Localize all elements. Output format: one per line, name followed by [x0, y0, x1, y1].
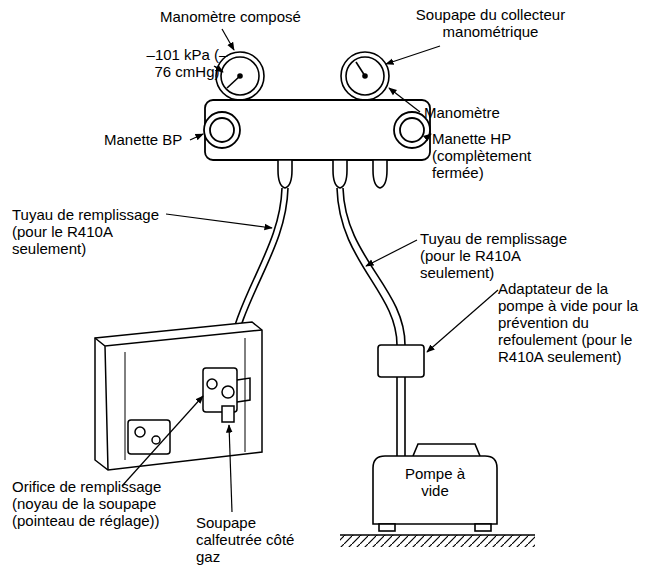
pump-label: Pompe à vide [395, 465, 475, 499]
pressure-gauge-part [363, 74, 367, 78]
outdoor-unit [95, 322, 262, 470]
manifold-body [204, 100, 430, 160]
leader-lines-part [426, 134, 431, 138]
pressure-gauge-part [341, 52, 389, 100]
vacuum-pump-adapter [378, 345, 424, 456]
leader-lines-part [229, 425, 232, 512]
hose-ports-part [278, 160, 292, 188]
leader-lines-part [190, 134, 203, 140]
manifold-body-part [204, 112, 240, 148]
handle-label: Manette BP [104, 131, 194, 148]
pump-body [373, 456, 497, 524]
vacuum-pump: Pompe à vide [365, 438, 505, 533]
valve-label: Soupape du collecteur manométrique [398, 6, 583, 40]
valve-label: Soupape calfeutrée côté gaz [196, 514, 321, 565]
manifold-body-part [205, 100, 430, 160]
outdoor-unit-part [95, 322, 262, 470]
charge-hoses-part [343, 188, 405, 345]
pump-foot [379, 524, 395, 531]
leader-lines-part [366, 240, 417, 266]
leader-lines-part [122, 396, 203, 486]
vacuum-pump-adapter-part [378, 345, 424, 377]
pressure-gauge [341, 52, 389, 102]
handle-label: Manette HP (complètement fermée) [432, 130, 547, 181]
outdoor-unit-part [152, 436, 160, 444]
outdoor-unit-part [128, 420, 170, 454]
outdoor-unit-part [237, 378, 250, 402]
pump-handle [413, 444, 480, 456]
ground [340, 535, 535, 547]
ground-part [340, 535, 535, 547]
adapter-label: Adaptateur de la pompe à vide pour la pr… [498, 280, 650, 365]
outdoor-unit-part [222, 406, 234, 422]
manifold-body-part [210, 118, 234, 142]
pump-outline [373, 444, 497, 531]
pressure-reading: –101 kPa (–76 cmHg) [142, 46, 232, 80]
outdoor-unit-part [125, 338, 245, 460]
hose-ports [278, 160, 387, 188]
outdoor-unit-part [222, 386, 234, 398]
port-label: Orifice de remplissage (noyau de la soup… [12, 478, 162, 529]
gauge-label: Manomètre [424, 104, 534, 121]
vacuum-pump-adapter-part [397, 377, 405, 456]
hose-label: Tuyau de remplissage (pour le R410A seul… [420, 230, 580, 281]
leader-lines-part [386, 46, 440, 64]
compound-gauge-part [238, 74, 242, 78]
hose-label: Tuyau de remplissage (pour le R410A seul… [12, 206, 172, 257]
ground-part [340, 534, 535, 536]
outdoor-unit-part [95, 330, 262, 470]
manifold-body-part [400, 118, 424, 142]
pressure-gauge-part [346, 57, 384, 95]
pump-foot [475, 524, 491, 531]
gauge-label: Manomètre composé [160, 8, 335, 25]
leader-lines-part [427, 290, 498, 352]
hose-ports-part [333, 160, 347, 188]
outdoor-unit-part [135, 427, 145, 437]
hose-ports-part [373, 160, 387, 188]
leader-lines-part [166, 214, 272, 228]
outdoor-unit-part [207, 379, 217, 389]
leader-lines-part [389, 88, 420, 112]
